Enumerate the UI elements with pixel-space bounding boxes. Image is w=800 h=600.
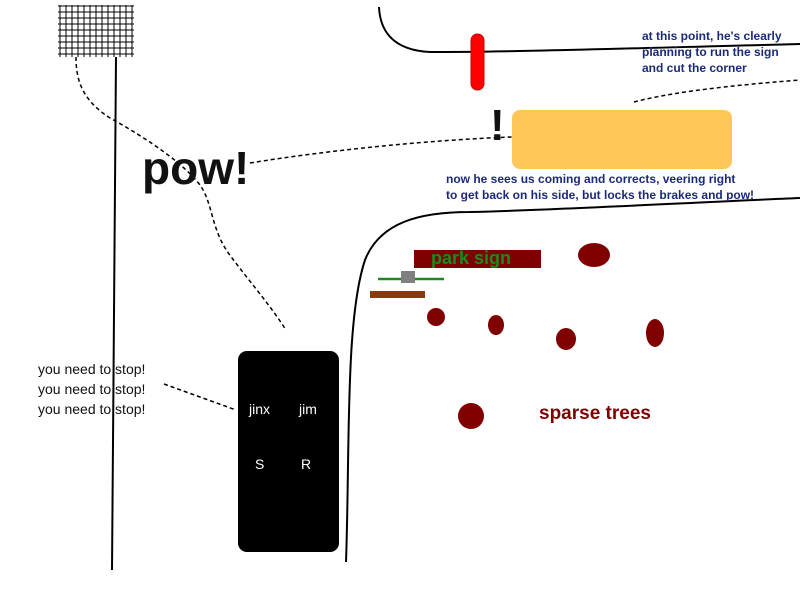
tree [458, 403, 484, 429]
sign-note: at this point, he's clearly planning to … [642, 28, 782, 76]
corrects-note: now he sees us coming and corrects, veer… [446, 171, 754, 203]
park-sign-label: park sign [431, 248, 512, 268]
stop-shout-text: you need to stop! you need to stop! you … [38, 359, 145, 419]
stop-line: you need to stop! [38, 401, 146, 417]
exclamation-label: ! [490, 101, 505, 150]
sparse-trees-label: sparse trees [539, 403, 651, 424]
grid-square [58, 5, 134, 57]
park-sign-board [414, 250, 541, 268]
pow-leader-dashed [249, 136, 513, 164]
stop-line: you need to stop! [38, 361, 146, 377]
stop-sign [470, 33, 485, 91]
seat-rear-right: R [301, 456, 312, 472]
corrects-note-line: now he sees us coming and corrects, veer… [446, 172, 736, 186]
top-road-curve [378, 6, 800, 54]
tree [556, 328, 576, 350]
sign-note-line: at this point, he's clearly [642, 29, 782, 43]
car: jinx jim S R [238, 351, 339, 552]
sign-note-line: planning to run the sign [642, 45, 779, 59]
seat-front-left: jinx [249, 401, 271, 417]
corrects-note-line: to get back on his side, but locks the b… [446, 188, 755, 202]
seat-front-right: jim [299, 401, 317, 417]
tree [427, 308, 445, 326]
bench-block [401, 271, 415, 283]
park-curb-curve [345, 197, 800, 563]
sign-note-line: and cut the corner [642, 61, 747, 75]
stop-line: you need to stop! [38, 381, 146, 397]
stop-leader-dashed [163, 383, 237, 411]
tree [488, 315, 504, 335]
seat-rear-left: S [255, 456, 265, 472]
note-leader-dashed [633, 79, 800, 103]
truck [512, 110, 732, 169]
bench-bar [370, 291, 425, 298]
pow-label: pow! [142, 142, 250, 194]
left-road-edge [111, 56, 117, 571]
tree [646, 319, 664, 347]
tree [578, 243, 610, 267]
